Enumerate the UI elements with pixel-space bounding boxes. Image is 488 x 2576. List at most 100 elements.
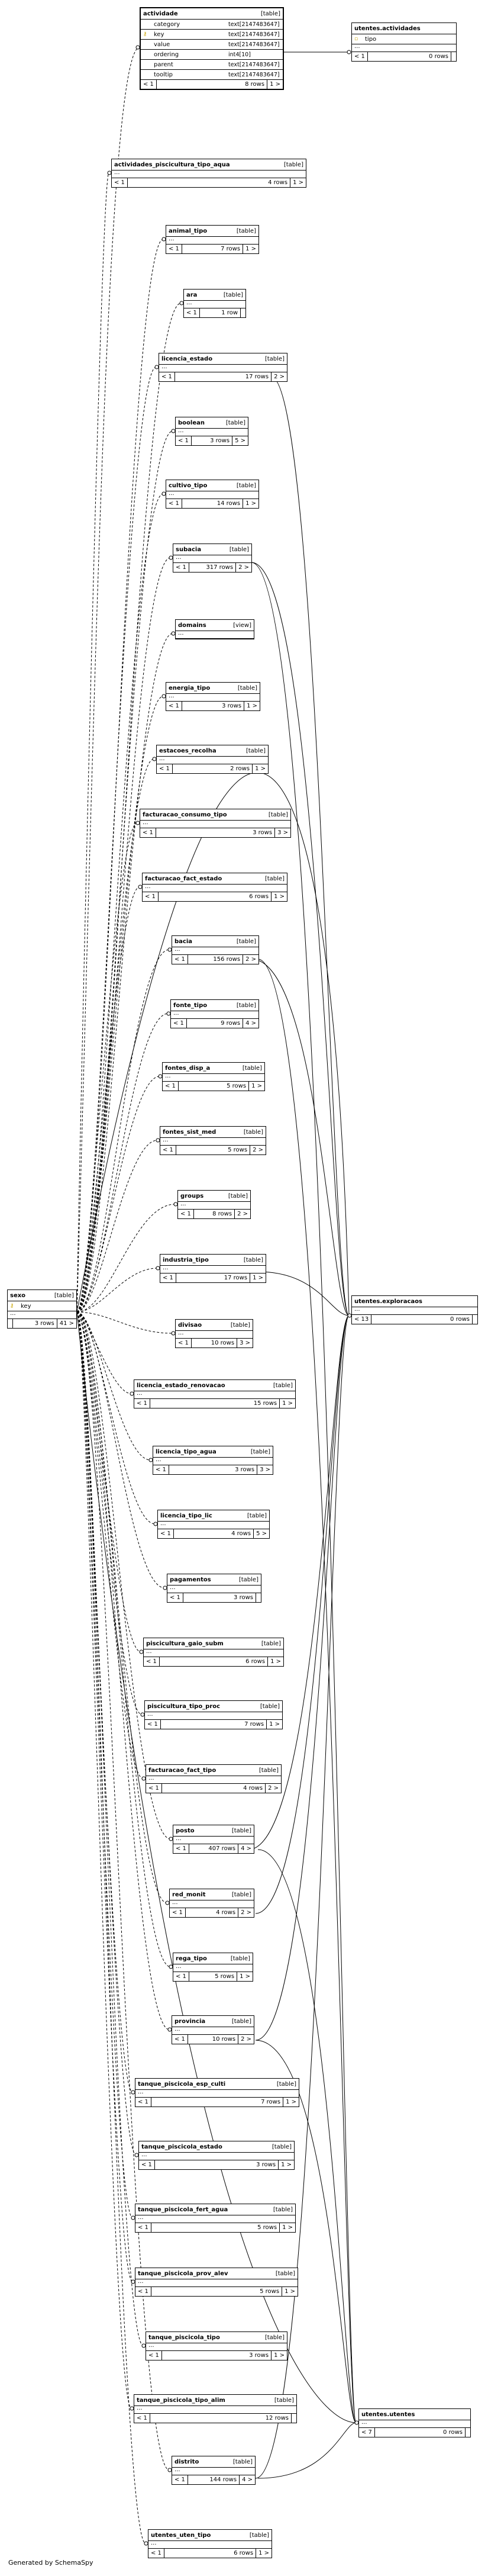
parents-count[interactable]: < 1 bbox=[166, 702, 182, 710]
children-count[interactable] bbox=[256, 1593, 261, 1602]
parents-count[interactable]: < 1 bbox=[141, 80, 157, 89]
children-count[interactable]: 1 > bbox=[270, 81, 280, 88]
children-count[interactable]: 2 > bbox=[268, 1785, 279, 1792]
children-count[interactable]: 1 > bbox=[282, 2224, 293, 2231]
parents-count[interactable]: < 1 bbox=[352, 52, 368, 61]
parents-count[interactable]: < 1 bbox=[172, 2475, 188, 2484]
children-count[interactable]: 1 > bbox=[269, 1721, 280, 1728]
children-count[interactable] bbox=[292, 2414, 296, 2423]
children-count[interactable]: 2 > bbox=[241, 1909, 251, 1916]
parents-count[interactable]: < 1 bbox=[140, 828, 156, 837]
children-count[interactable]: 1 > bbox=[255, 766, 266, 772]
children-count[interactable]: 1 > bbox=[282, 1400, 293, 1407]
children-count[interactable]: 2 > bbox=[274, 374, 285, 380]
children-count[interactable]: 2 > bbox=[241, 2036, 251, 2043]
children-count[interactable]: 1 > bbox=[251, 1083, 262, 1089]
children-count[interactable]: 1 > bbox=[253, 1275, 263, 1281]
children-count[interactable]: 3 > bbox=[277, 829, 288, 836]
parents-count[interactable]: < 1 bbox=[159, 372, 175, 381]
parents-count[interactable]: < 1 bbox=[167, 1593, 183, 1602]
table-sexo[interactable]: sexo [table] ⚷ key ... 3 rows 41 > bbox=[7, 1289, 77, 1329]
parents-count[interactable]: < 1 bbox=[160, 1273, 176, 1282]
parents-count[interactable]: < 1 bbox=[173, 1972, 189, 1981]
parents-count[interactable]: < 1 bbox=[134, 2414, 150, 2423]
table-utentes-actividades[interactable]: utentes.actividades ▫ tipo ... < 1 0 row… bbox=[351, 22, 457, 62]
children-count[interactable]: 2 > bbox=[253, 1147, 263, 1153]
parents-count[interactable]: < 7 bbox=[359, 2428, 375, 2437]
parents-count[interactable] bbox=[8, 1319, 13, 1328]
children-count[interactable]: 1 > bbox=[285, 2288, 295, 2295]
parents-count[interactable]: < 1 bbox=[112, 178, 128, 187]
table-domains[interactable]: domains[view]... bbox=[175, 619, 254, 639]
parents-count[interactable]: < 1 bbox=[176, 436, 192, 445]
children-count[interactable] bbox=[466, 2428, 470, 2437]
parents-count[interactable]: < 1 bbox=[170, 1908, 186, 1917]
parents-count[interactable]: < 1 bbox=[184, 308, 200, 317]
parents-count[interactable]: < 1 bbox=[134, 1399, 150, 1408]
parents-count[interactable]: < 1 bbox=[166, 499, 182, 508]
children-count[interactable]: 1 > bbox=[270, 1658, 281, 1665]
children-count[interactable]: 1 > bbox=[274, 893, 285, 900]
table-utentes-utentes[interactable]: utentes.utentes ... < 7 0 rows bbox=[358, 2408, 471, 2437]
children-count[interactable]: 2 > bbox=[245, 956, 256, 963]
children-count[interactable]: 3 > bbox=[240, 1340, 250, 1346]
children-count[interactable]: 2 > bbox=[237, 1211, 248, 1217]
parents-count[interactable]: < 1 bbox=[171, 1019, 187, 1028]
parents-count[interactable]: < 1 bbox=[143, 892, 159, 901]
children-count[interactable]: 1 > bbox=[281, 2162, 292, 2168]
parents-count[interactable]: < 13 bbox=[352, 1315, 372, 1324]
children-count[interactable]: 1 > bbox=[245, 246, 256, 252]
parents-count[interactable]: < 1 bbox=[146, 1784, 162, 1793]
parents-count[interactable]: < 1 bbox=[139, 2160, 155, 2169]
children-count[interactable]: 5 > bbox=[235, 438, 245, 444]
parents-count[interactable]: < 1 bbox=[135, 2098, 151, 2107]
children-count[interactable]: 1 > bbox=[258, 2550, 269, 2556]
children-count[interactable]: 4 > bbox=[242, 2477, 253, 2483]
children-count[interactable]: 4 > bbox=[245, 1020, 256, 1027]
children-count[interactable] bbox=[473, 1315, 477, 1324]
parents-count[interactable]: < 1 bbox=[144, 1657, 160, 1666]
parents-count[interactable]: < 1 bbox=[172, 2035, 188, 2044]
children-count[interactable] bbox=[451, 52, 456, 61]
children-count[interactable] bbox=[241, 308, 245, 317]
children-count[interactable]: 1 > bbox=[293, 179, 303, 186]
parents-count[interactable]: < 1 bbox=[163, 1082, 179, 1091]
children-count[interactable]: 1 > bbox=[247, 703, 257, 709]
table-actividades-piscicultura-tipo-aqua[interactable]: actividades_piscicultura_tipo_aqua[table… bbox=[111, 159, 306, 188]
parents-count[interactable]: < 1 bbox=[172, 955, 188, 964]
parents-count[interactable]: < 1 bbox=[148, 2549, 164, 2558]
children-count[interactable]: 41 > bbox=[59, 1320, 74, 1327]
children-count[interactable]: 1 > bbox=[240, 1973, 250, 1980]
parents-count[interactable]: < 1 bbox=[146, 2351, 162, 2360]
